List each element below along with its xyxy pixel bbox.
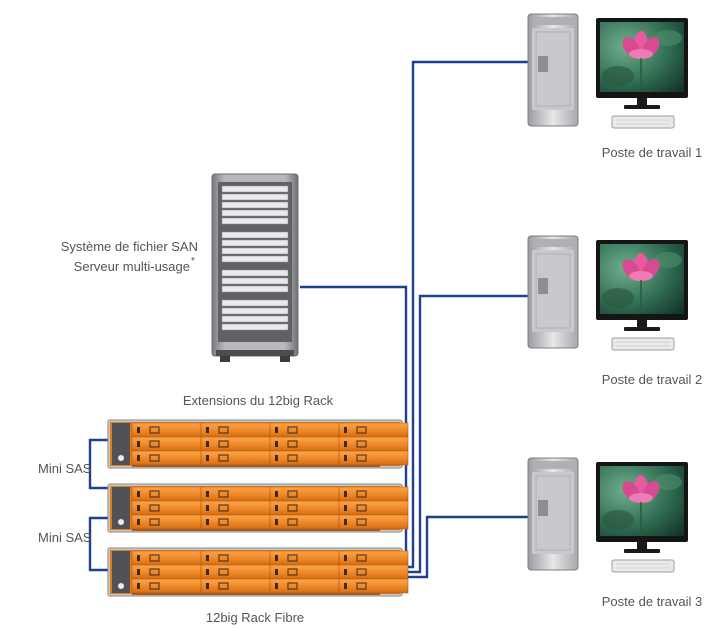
fibre-cable-to-workstation-3 bbox=[400, 515, 528, 579]
server-tower-icon bbox=[211, 173, 299, 362]
server-label-line-1: Système de fichier SAN bbox=[61, 239, 198, 254]
workstation-1-label: Poste de travail 1 bbox=[602, 145, 702, 160]
fibre-cable-to-workstation-2 bbox=[400, 294, 528, 574]
workstation-2-label: Poste de travail 2 bbox=[602, 372, 702, 387]
server-label-line-2: Serveur multi-usage bbox=[74, 259, 190, 274]
workstation-1-icon bbox=[527, 13, 689, 129]
rack-extension-2 bbox=[108, 484, 408, 532]
workstation-2-icon bbox=[527, 235, 689, 351]
extensions-title: Extensions du 12big Rack bbox=[183, 393, 334, 408]
main-unit-label: 12big Rack Fibre bbox=[206, 610, 304, 625]
mini-sas-cable-2 bbox=[88, 516, 112, 572]
mini-sas-label-2: Mini SAS bbox=[38, 530, 92, 545]
server-footnote-mark: * bbox=[191, 256, 195, 267]
rack-extension-1 bbox=[108, 420, 408, 468]
workstation-3-icon bbox=[527, 457, 689, 573]
mini-sas-cable-1 bbox=[88, 438, 112, 490]
mini-sas-label-1: Mini SAS bbox=[38, 461, 92, 476]
rack-fibre-main bbox=[108, 548, 408, 596]
workstation-3-label: Poste de travail 3 bbox=[602, 594, 702, 609]
